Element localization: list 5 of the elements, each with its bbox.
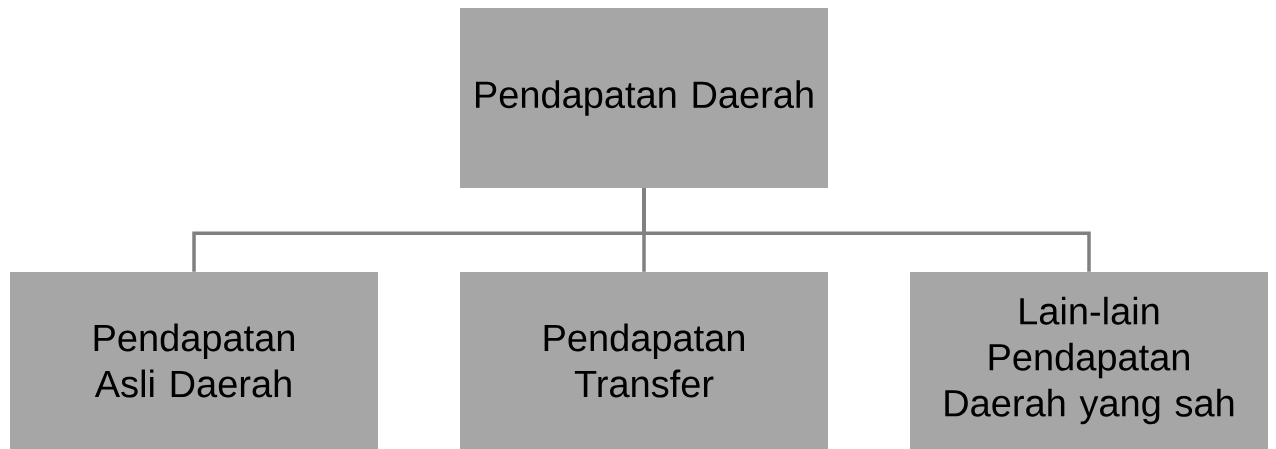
box: Pendapatan Asli Daerah [10, 272, 378, 449]
box: Lain-lain Pendapatan Daerah yang sah [910, 272, 1268, 449]
connector [642, 188, 1091, 272]
box: Pendapatan Transfer [460, 272, 828, 449]
box: Pendapatan Daerah [460, 8, 828, 188]
